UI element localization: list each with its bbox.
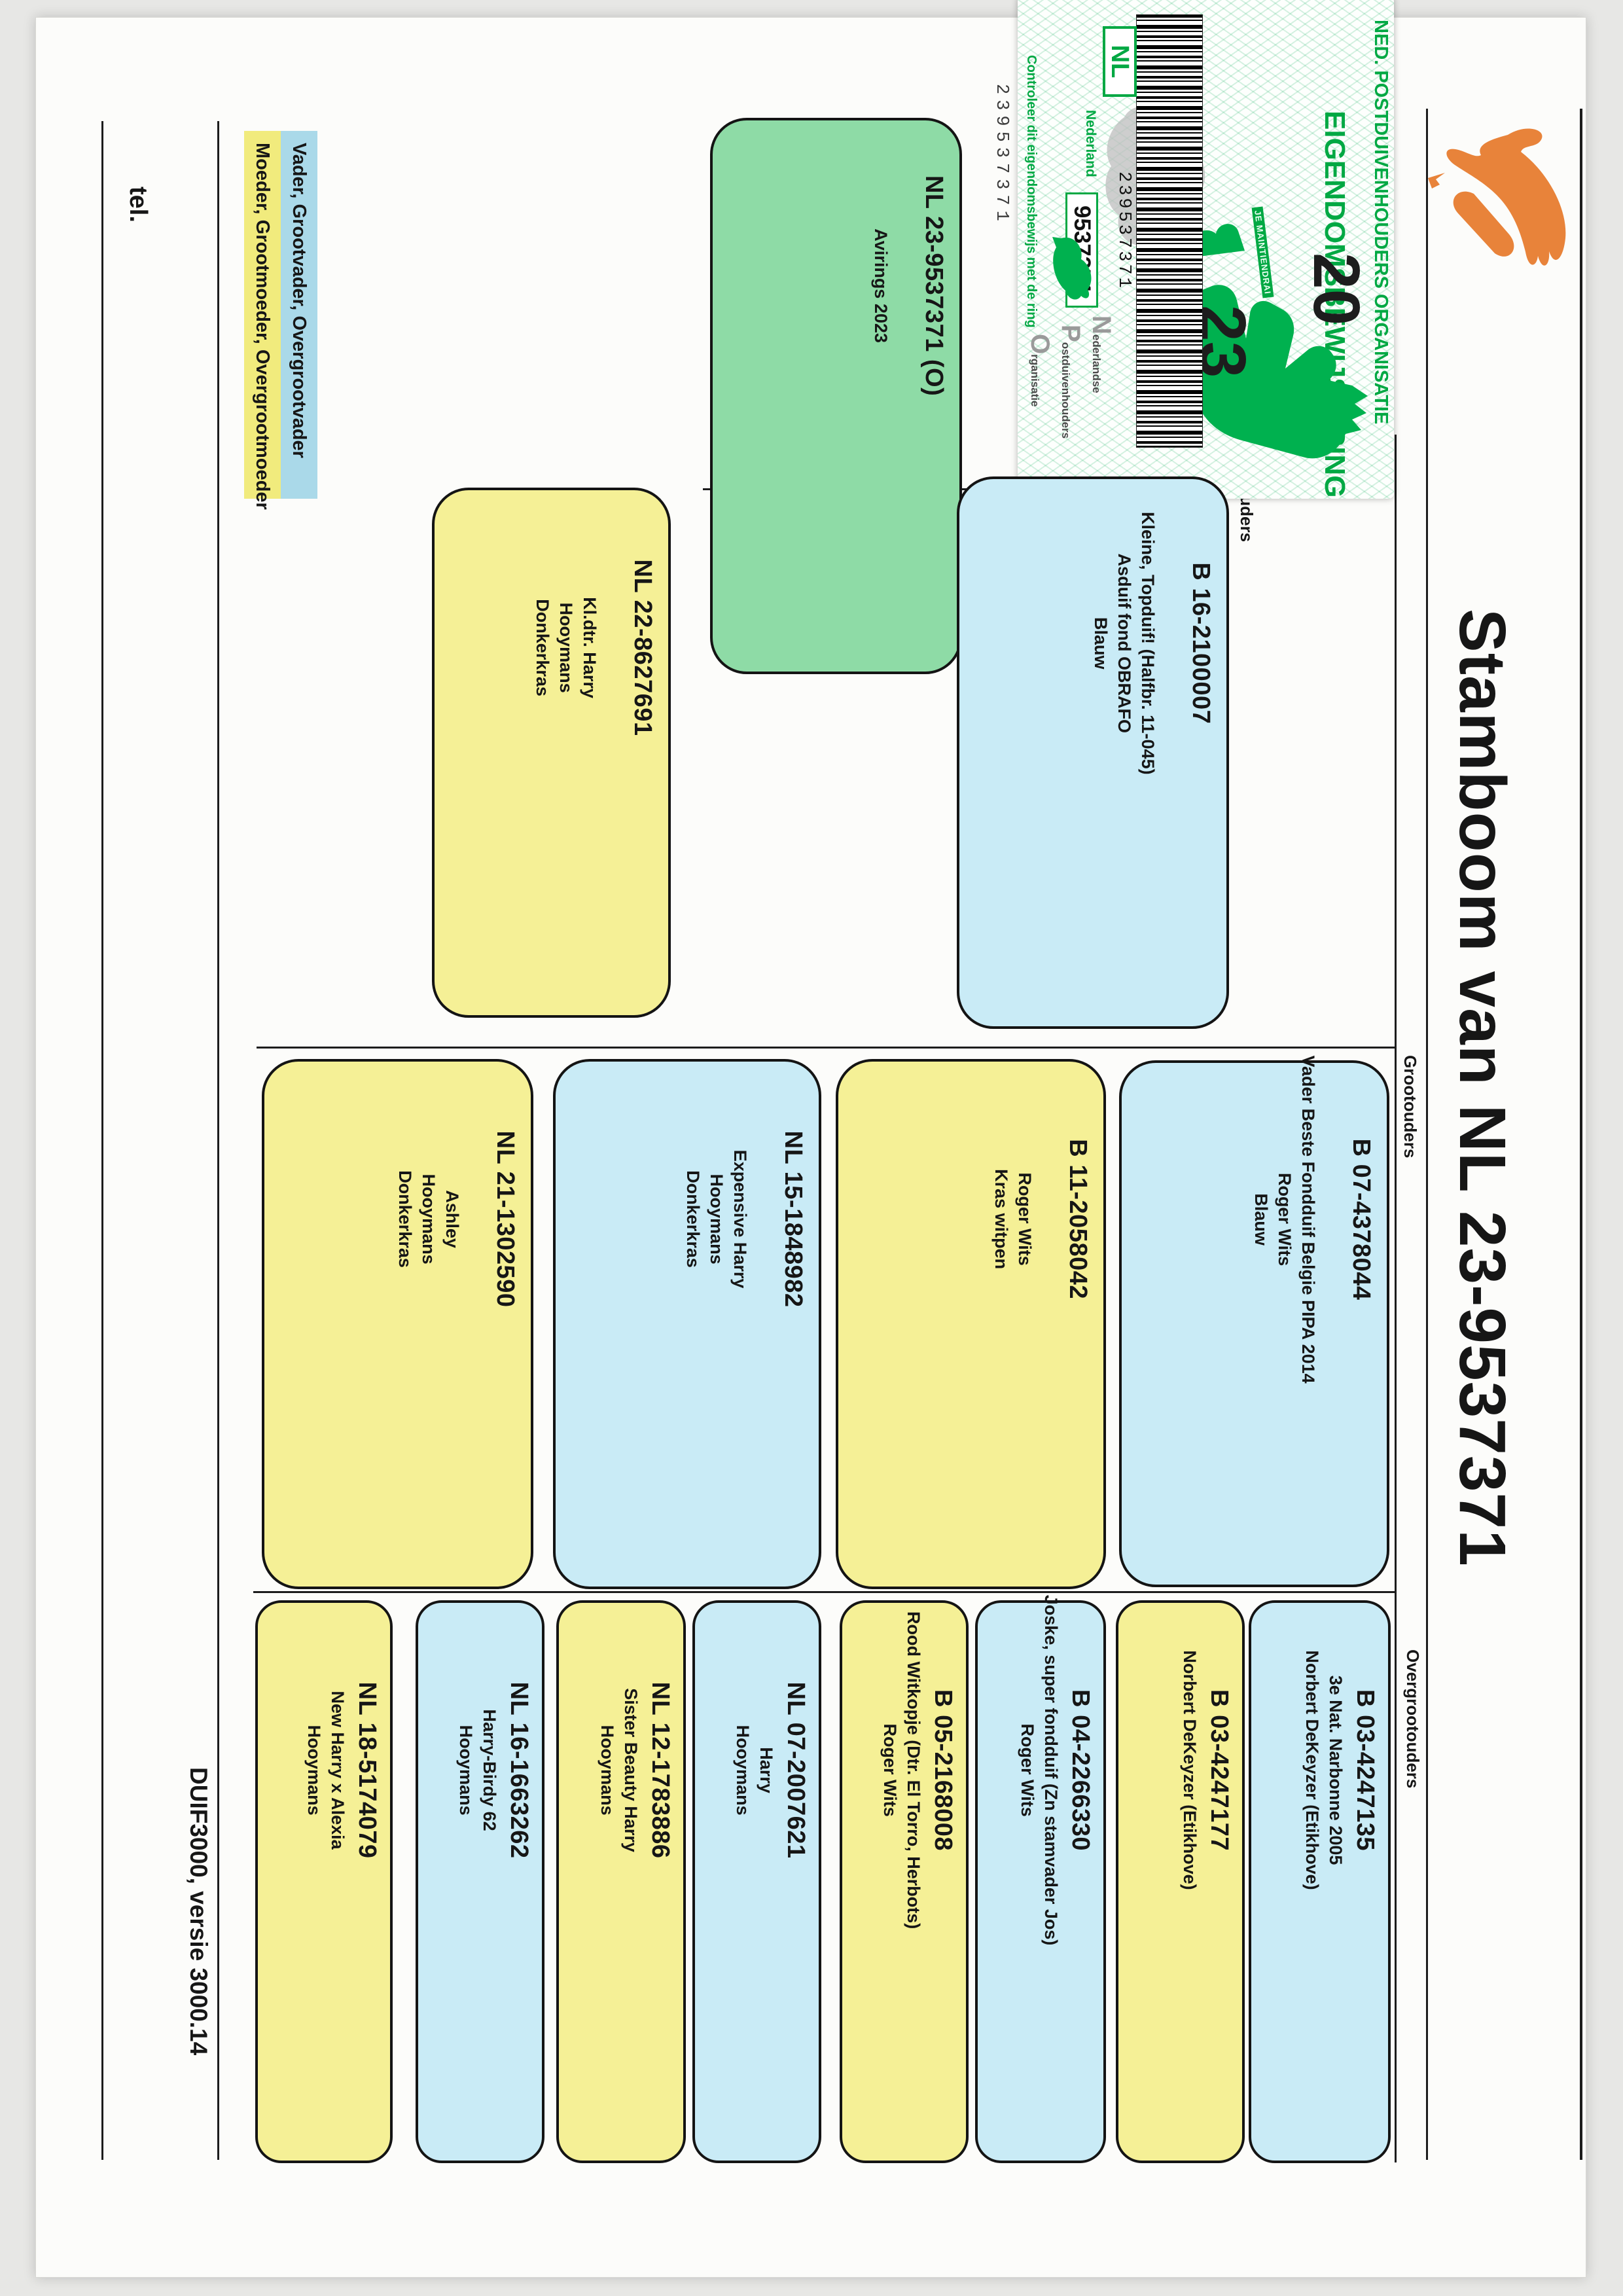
ring-number: B 04-2266330 <box>1067 1689 1094 1852</box>
legend-father-colors: Vader, Grootvader, Overgrootvader <box>281 131 317 499</box>
pedigree-box-subject: NL 23-9537371 (O)Avirings 2023 <box>710 118 962 674</box>
npo-letter-o: O <box>1026 334 1054 355</box>
ring-number: NL 23-9537371 (O) <box>920 175 948 397</box>
footer-top-rule <box>217 121 219 2160</box>
page-title: Stamboom van NL 23-9537371 <box>1446 609 1519 1567</box>
ring-number: NL 22-8627691 <box>629 559 656 736</box>
ring-number: NL 18-5174079 <box>353 1681 381 1859</box>
ring-number: B 11-2058042 <box>1064 1139 1092 1299</box>
ring-number: NL 12-1783886 <box>647 1681 674 1859</box>
ownership-sticker: NED. POSTDUIVENHOUDERS ORGANISATIE EIGEN… <box>1018 0 1394 499</box>
ring-number: NL 07-2007621 <box>782 1681 810 1859</box>
barcode-number: 239537371 <box>1114 171 1133 291</box>
sticker-control-text: Controleer dit eigendomsbewijs met de ri… <box>1024 55 1039 328</box>
npo-wordmark: Nederlandse Postduivenhouders Organisati… <box>1026 315 1116 439</box>
divider-overgrootouders <box>253 1591 1395 1593</box>
country-name: Nederland <box>1083 110 1098 177</box>
footer-bottom-rule <box>101 121 103 2160</box>
color-legend: Vader, Grootvader, Overgrootvader Moeder… <box>244 131 317 510</box>
legend-mother-colors: Moeder, Grootmoeder, Overgrootmoeder <box>244 131 281 510</box>
chart-top-rule <box>1395 435 1397 2162</box>
npo-letter-p: P <box>1056 325 1085 342</box>
ring-number: NL 15-1848982 <box>779 1130 807 1308</box>
ring-number: B 05-2168008 <box>929 1689 957 1852</box>
divider-grootouders <box>257 1047 1395 1049</box>
ring-number: B 03-4247135 <box>1351 1689 1379 1852</box>
sticker-year-20: 20 <box>1300 253 1373 326</box>
npo-letter-n: N <box>1087 315 1116 334</box>
label-overgrootouders: Overgrootouders <box>1403 1649 1423 1789</box>
software-version: DUIF3000, versie 3000.14 <box>185 1767 212 2056</box>
ring-number: B 16-2100007 <box>1187 562 1215 725</box>
printed-ring-digits: 239537371 <box>991 84 1011 226</box>
ring-number: NL 21-1302590 <box>491 1130 519 1308</box>
ring-number: B 03-4247177 <box>1205 1689 1233 1852</box>
country-code-box: NL <box>1103 26 1137 97</box>
barcode <box>1136 14 1203 448</box>
ring-number: B 07-4378044 <box>1347 1138 1375 1300</box>
sticker-pigeon-icon <box>1052 237 1092 300</box>
header-bottom-rule <box>1426 109 1428 2160</box>
label-grootouders: Grootouders <box>1400 1055 1420 1158</box>
pigeon-logo-icon <box>1418 110 1573 275</box>
tel-label: tel. <box>124 187 152 223</box>
ring-number: NL 16-1663262 <box>505 1681 533 1859</box>
header-top-rule <box>1580 109 1582 2160</box>
